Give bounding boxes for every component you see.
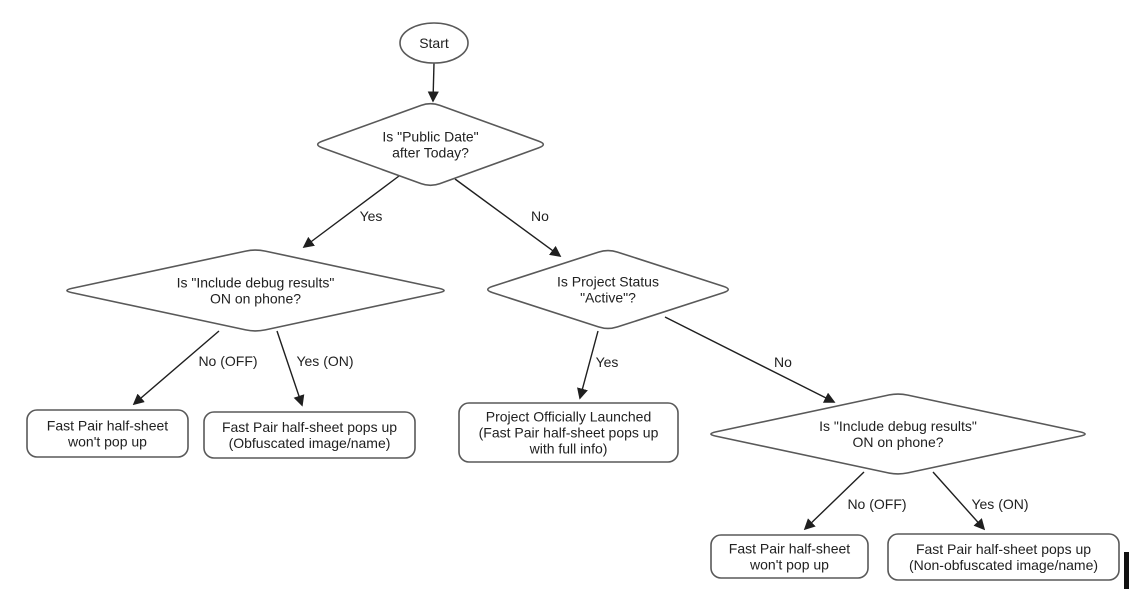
edge-debug-right-no-off: No (OFF) [803,471,908,531]
edge-line-debug-right-no-off [803,471,865,531]
edge-public-date-yes: Yes [302,175,400,249]
node-label-start: Start [419,35,449,51]
edge-label-project-status-no: No [774,354,792,370]
edge-label-debug-left-yes-on: Yes (ON) [296,353,353,369]
node-shape-no-popup-right-outcome [710,534,869,579]
edge-line-project-status-no [664,316,836,403]
node-shape-official-launch-outcome [458,402,679,463]
edge-label-debug-left-no-off: No (OFF) [198,353,257,369]
edge-public-date-no: No [454,178,562,257]
edge-label-project-status-yes: Yes [596,354,619,370]
node-shape-non-obfuscated-popup-outcome [887,533,1120,581]
node-shape-start [399,22,469,64]
node-project-status-decision: Is Project Status"Active"? [486,249,730,330]
text-cursor-bar [1124,552,1129,589]
edge-line-public-date-no [454,178,562,257]
node-debug-right-decision: Is "Include debug results"ON on phone? [710,393,1086,475]
node-label-project-status-decision: Is Project Status"Active"? [557,274,659,306]
node-start: Start [399,22,469,64]
node-debug-left-decision: Is "Include debug results"ON on phone? [66,249,445,332]
node-obfuscated-popup-outcome: Fast Pair half-sheet pops up(Obfuscated … [203,411,416,459]
edge-label-debug-right-yes-on: Yes (ON) [971,496,1028,512]
edge-project-status-no: No [664,316,836,403]
node-label-debug-left-decision: Is "Include debug results"ON on phone? [177,275,335,307]
edge-line-debug-right-yes-on [932,471,986,531]
node-label-debug-right-decision: Is "Include debug results"ON on phone? [819,418,977,450]
edge-debug-left-no-off: No (OFF) [132,330,259,406]
edge-debug-left-yes-on: Yes (ON) [276,330,355,407]
edge-label-public-date-yes: Yes [360,208,383,224]
edge-line-start-to-public-date [427,62,439,103]
edge-start-to-public-date [427,62,439,103]
edge-debug-right-yes-on: Yes (ON) [932,471,1030,531]
node-shape-debug-right-decision [710,393,1086,475]
node-official-launch-outcome: Project Officially Launched(Fast Pair ha… [458,402,679,463]
node-label-obfuscated-popup-outcome: Fast Pair half-sheet pops up(Obfuscated … [222,419,397,451]
node-shape-debug-left-decision [66,249,445,332]
edge-line-debug-left-no-off [132,330,220,406]
node-shape-project-status-decision [486,249,730,330]
edge-label-public-date-no: No [531,208,549,224]
node-label-public-date-decision: Is "Public Date"after Today? [382,129,478,161]
edge-line-public-date-yes [302,175,400,249]
edge-line-debug-left-yes-on [276,330,305,407]
edge-project-status-yes: Yes [577,330,620,400]
node-label-non-obfuscated-popup-outcome: Fast Pair half-sheet pops up(Non-obfusca… [909,541,1098,573]
node-shape-no-popup-left-outcome [26,409,189,458]
edge-label-debug-right-no-off: No (OFF) [847,496,906,512]
edge-line-project-status-yes [577,330,599,400]
node-shape-public-date-decision [316,102,545,187]
node-shape-obfuscated-popup-outcome [203,411,416,459]
node-public-date-decision: Is "Public Date"after Today? [316,102,545,187]
node-non-obfuscated-popup-outcome: Fast Pair half-sheet pops up(Non-obfusca… [887,533,1120,581]
node-label-official-launch-outcome: Project Officially Launched(Fast Pair ha… [479,409,659,457]
